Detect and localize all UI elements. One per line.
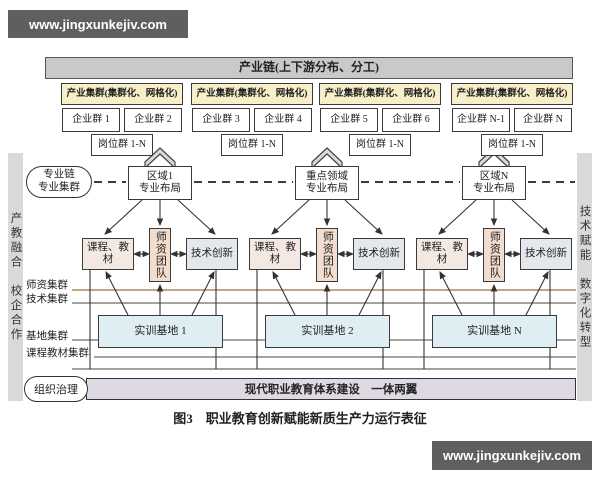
industry-cluster-box: 产业集群(集群化、网格化) [61,83,183,105]
enterprise-box: 企业群 1 [62,108,120,132]
region-line: 专业布局 [473,183,515,194]
faculty-box: 师资团队 [483,228,505,282]
enterprise-box: 企业群 6 [382,108,440,132]
left-rail-industry-education: 产教融合 校企合作 [8,153,23,401]
governance-bar: 现代职业教育体系建设 一体两翼 [86,378,576,400]
region-line: 区域N [479,170,509,182]
enterprise-box: 企业群 N [514,108,572,132]
watermark: www.jingxunkejiv.com [432,441,592,470]
region-line: 专业布局 [306,183,348,194]
faculty-box: 师资团队 [149,228,171,282]
tech-innovation-box: 技术创新 [353,238,405,270]
figure-caption: 图3 职业教育创新赋能新质生产力运行表征 [173,411,427,426]
collective-label-curriculum: 课程教材集群 [26,348,89,359]
training-base-box: 实训基地 2 [265,315,390,348]
tech-innovation-box: 技术创新 [186,238,238,270]
region-box: 区域1 专业布局 [128,166,192,200]
region-line: 重点领域 [306,170,348,182]
region-line: 区域1 [146,170,174,182]
specialty-chain-pill: 专业链 专业集群 [26,166,92,198]
curriculum-box: 课程、教材 [249,238,301,270]
post-group-box: 岗位群 1-N [349,134,411,156]
post-group-box: 岗位群 1-N [481,134,543,156]
training-base-box: 实训基地 N [432,315,557,348]
faculty-box: 师资团队 [316,228,338,282]
chevron-up-icon [311,147,343,170]
pill-line: 专业集群 [38,182,80,193]
region-box: 区域N 专业布局 [462,166,526,200]
governance-pill: 组织治理 [24,376,88,402]
training-base-box: 实训基地 1 [98,315,223,348]
right-rail-tech-empower: 技术赋能 数字化转型 [577,153,592,401]
post-group-box: 岗位群 1-N [91,134,153,156]
post-group-box: 岗位群 1-N [221,134,283,156]
industry-cluster-box: 产业集群(集群化、网格化) [319,83,441,105]
pill-line: 专业链 [43,169,75,181]
enterprise-box: 企业群 5 [320,108,378,132]
tech-innovation-box: 技术创新 [520,238,572,270]
region-box: 重点领域 专业布局 [295,166,359,200]
collective-label-faculty: 师资集群 [26,280,68,291]
collective-label-base: 基地集群 [26,331,68,342]
enterprise-box: 企业群 3 [192,108,250,132]
industry-chain-bar: 产业链(上下游分布、分工) [45,57,573,79]
enterprise-box: 企业群 2 [124,108,182,132]
region-line: 专业布局 [139,183,181,194]
curriculum-box: 课程、教材 [416,238,468,270]
watermark: www.jingxunkejiv.com [8,10,188,38]
collective-label-tech: 技术集群 [26,294,68,305]
industry-cluster-box: 产业集群(集群化、网格化) [191,83,313,105]
enterprise-box: 企业群 4 [254,108,312,132]
industry-cluster-box: 产业集群(集群化、网格化) [451,83,573,105]
curriculum-box: 课程、教材 [82,238,134,270]
enterprise-box: 企业群 N-1 [452,108,510,132]
